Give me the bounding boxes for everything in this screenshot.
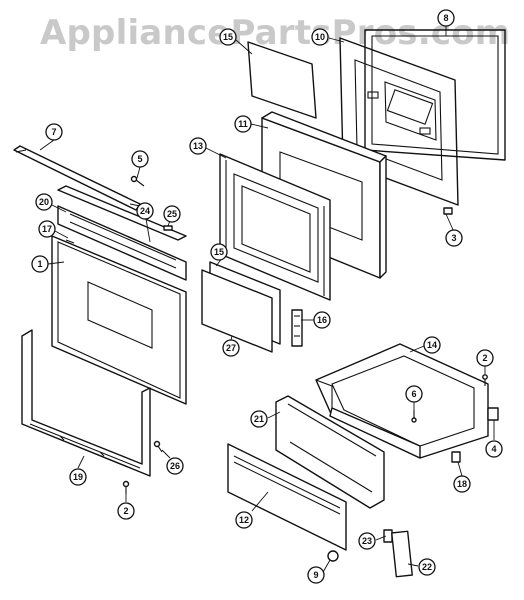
door-hinge [291, 309, 303, 347]
callout-8: 8 [437, 9, 455, 27]
svg-text:24: 24 [140, 206, 150, 216]
callout-15-top: 15 [219, 28, 237, 46]
callout-7: 7 [45, 123, 63, 141]
knob-9 [327, 550, 339, 562]
callout-22: 22 [418, 558, 436, 576]
callout-10: 10 [311, 28, 329, 46]
screw-26 [153, 440, 163, 453]
callout-1: 1 [31, 255, 49, 273]
svg-text:26: 26 [170, 461, 180, 471]
svg-text:11: 11 [238, 119, 248, 129]
drawer-glide [487, 407, 499, 421]
drawer-handle-cap [391, 530, 413, 578]
callout-2-lower: 2 [117, 502, 135, 520]
svg-text:13: 13 [193, 141, 203, 151]
svg-text:12: 12 [239, 515, 249, 525]
svg-text:4: 4 [491, 444, 496, 454]
svg-text:21: 21 [254, 414, 264, 424]
svg-text:16: 16 [317, 315, 327, 325]
svg-text:19: 19 [73, 472, 83, 482]
svg-text:17: 17 [42, 224, 52, 234]
callout-20: 20 [35, 193, 53, 211]
callout-11: 11 [234, 115, 252, 133]
watermark-text: AppliancePartsPros.com [40, 13, 510, 53]
door-gasket [364, 29, 506, 161]
svg-text:15: 15 [223, 32, 233, 42]
svg-text:8: 8 [443, 13, 448, 23]
callout-21: 21 [250, 410, 268, 428]
callout-15-mid: 15 [210, 243, 228, 261]
door-glass-top [247, 41, 317, 119]
storage-drawer [315, 343, 489, 459]
door-handle [13, 145, 141, 211]
drawer-side-rail [275, 395, 385, 509]
svg-text:23: 23 [362, 536, 372, 546]
callout-19: 19 [69, 468, 87, 486]
svg-text:6: 6 [411, 389, 416, 399]
callout-27: 27 [222, 339, 240, 357]
drawer-front-panel [227, 443, 347, 551]
svg-text:18: 18 [457, 479, 467, 489]
callout-13: 13 [189, 137, 207, 155]
svg-text:15: 15 [214, 247, 224, 257]
vent-grille [57, 205, 187, 281]
svg-text:2: 2 [482, 353, 487, 363]
bumper-18 [451, 451, 461, 463]
screw-5 [130, 175, 145, 187]
outer-door-panel [51, 235, 187, 405]
callout-5: 5 [131, 150, 149, 168]
callout-23: 23 [358, 532, 376, 550]
svg-text:2: 2 [123, 506, 128, 516]
callout-4: 4 [485, 440, 503, 458]
callout-17: 17 [38, 220, 56, 238]
svg-text:22: 22 [422, 562, 432, 572]
svg-text:20: 20 [39, 197, 49, 207]
callout-18: 18 [453, 475, 471, 493]
callout-16: 16 [313, 311, 331, 329]
svg-text:25: 25 [167, 209, 177, 219]
door-inner-frame [219, 153, 331, 301]
svg-text:14: 14 [427, 340, 437, 350]
vent-trim [57, 185, 187, 241]
callout-2-drawer: 2 [476, 349, 494, 367]
svg-text:1: 1 [37, 259, 42, 269]
lower-frame [21, 329, 151, 477]
callout-14: 14 [423, 336, 441, 354]
callout-26: 26 [166, 457, 184, 475]
svg-text:9: 9 [313, 570, 318, 580]
screw-6 [411, 410, 417, 423]
screw-2-lower [122, 480, 130, 494]
callout-25: 25 [163, 205, 181, 223]
door-glass-pair [201, 261, 281, 353]
callout-24: 24 [136, 202, 154, 220]
svg-text:27: 27 [226, 343, 236, 353]
callout-6: 6 [405, 385, 423, 403]
callout-9: 9 [307, 566, 325, 584]
svg-text:7: 7 [51, 127, 56, 137]
svg-text:3: 3 [451, 233, 456, 243]
svg-text:5: 5 [137, 154, 142, 164]
callout-12: 12 [235, 511, 253, 529]
callout-3: 3 [445, 229, 463, 247]
clip-3 [443, 207, 453, 215]
clip-25 [163, 225, 173, 231]
svg-text:10: 10 [315, 32, 325, 42]
screw-2-drawer [482, 374, 488, 386]
